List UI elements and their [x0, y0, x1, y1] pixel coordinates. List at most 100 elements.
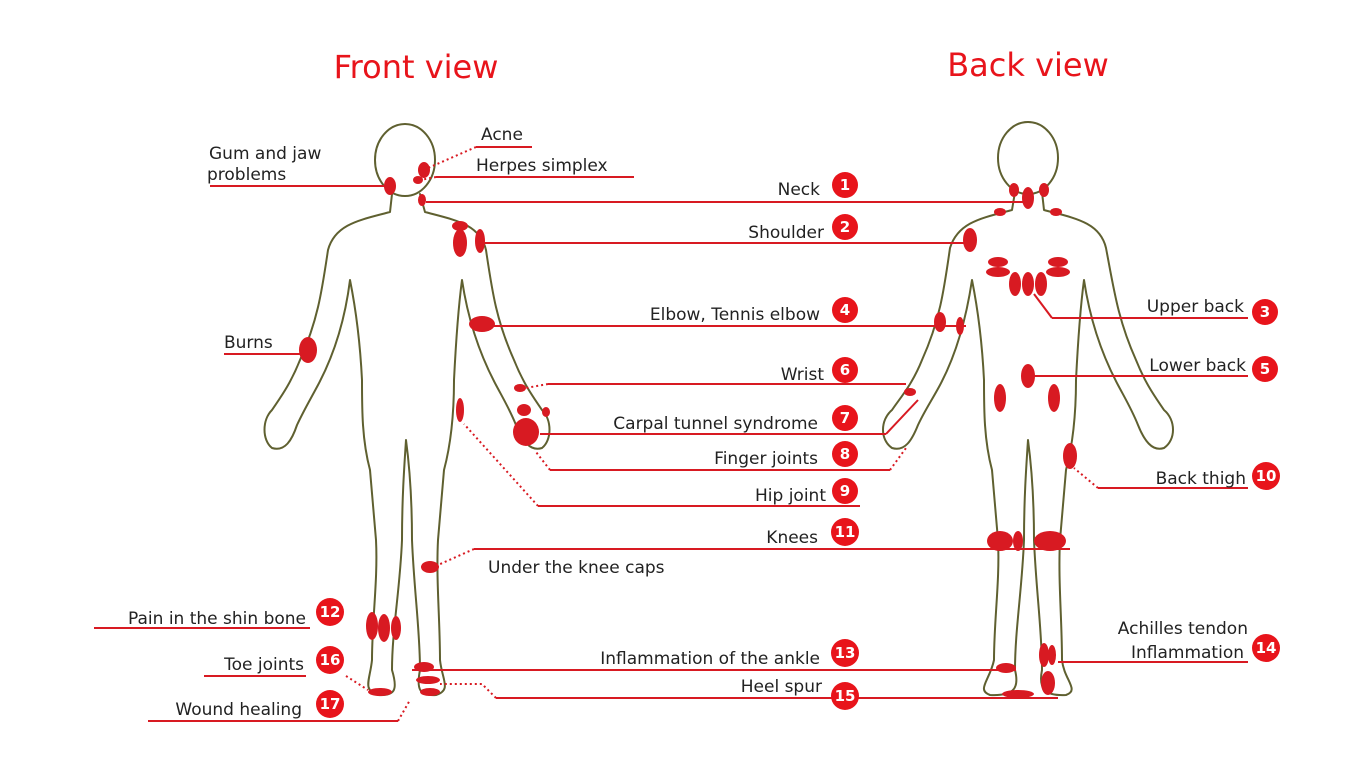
- spot-knee-back-b: [1013, 531, 1023, 551]
- spot-shin-c: [391, 616, 401, 640]
- spot-shoulder-back: [963, 228, 977, 252]
- dot-back-thigh: [1073, 467, 1099, 489]
- spot-scap-r1: [1048, 257, 1068, 267]
- spot-ankle-back: [996, 663, 1016, 673]
- label-achilles-2: Inflammation: [1131, 643, 1244, 663]
- badge-13: 13: [831, 639, 859, 667]
- spot-scap-l1: [988, 257, 1008, 267]
- spot-neck-front: [418, 194, 426, 206]
- badge-6: 6: [832, 357, 858, 383]
- spot-wrist-back: [904, 388, 916, 396]
- spot-knee-back-c: [1034, 531, 1066, 551]
- dot-wrist: [525, 383, 549, 389]
- spot-glute-right: [1048, 384, 1060, 412]
- spot-elbow-front: [469, 316, 495, 332]
- spot-trap-right: [1050, 208, 1062, 216]
- label-achilles-1: Achilles tendon: [1118, 619, 1248, 639]
- badge-2: 2: [832, 214, 858, 240]
- spot-shin-b: [378, 614, 390, 642]
- label-hip: Hip joint: [755, 486, 826, 506]
- spot-toes-left: [368, 688, 392, 696]
- spot-wrist-front: [514, 384, 526, 392]
- badge-17-text: 17: [320, 695, 341, 713]
- spot-ankle-front-b: [416, 676, 440, 684]
- badge-8-text: 8: [840, 445, 850, 463]
- spot-achilles-a: [1039, 643, 1049, 667]
- front-torso-outline: [263, 193, 551, 697]
- spot-toes-right: [420, 688, 440, 696]
- badge-1: 1: [832, 172, 858, 198]
- labels: Acne Gum and jaw problems Herpes simplex…: [128, 125, 1248, 720]
- spot-upper-back-a: [1009, 272, 1021, 296]
- spot-neck-back-c: [1039, 183, 1049, 197]
- badge-3: 3: [1252, 299, 1278, 325]
- label-finger: Finger joints: [714, 449, 818, 469]
- spot-acne: [418, 162, 430, 178]
- line-carpal-back: [885, 399, 919, 435]
- badge-9: 9: [832, 478, 858, 504]
- spot-hand-b: [542, 407, 550, 417]
- spot-neck-back-b: [1022, 187, 1034, 209]
- badge-3-text: 3: [1260, 303, 1270, 321]
- spot-neck-back-a: [1009, 183, 1019, 197]
- label-knees: Knees: [766, 528, 818, 548]
- back-head: [997, 121, 1059, 195]
- spot-under-knee: [421, 561, 439, 573]
- badge-12-text: 12: [320, 603, 341, 621]
- label-toe: Toe joints: [223, 655, 304, 675]
- back-torso-outline: [882, 191, 1174, 697]
- badge-13-text: 13: [835, 644, 856, 662]
- label-burns: Burns: [224, 333, 273, 353]
- badge-9-text: 9: [840, 482, 850, 500]
- badge-16-text: 16: [320, 651, 341, 669]
- badge-14: 14: [1252, 634, 1280, 662]
- label-ankle: Inflammation of the ankle: [600, 649, 820, 669]
- spot-herpes: [413, 176, 423, 184]
- badge-11-text: 11: [835, 523, 856, 541]
- badge-10: 10: [1252, 462, 1280, 490]
- badge-4: 4: [832, 297, 858, 323]
- label-heel: Heel spur: [741, 677, 822, 697]
- label-back-thigh: Back thigh: [1156, 469, 1246, 489]
- spot-knee-back-a: [987, 531, 1013, 551]
- spot-scap-l2: [986, 267, 1010, 277]
- spot-hand-a: [517, 404, 531, 416]
- spot-elbow-back-a: [934, 312, 946, 332]
- badge-5: 5: [1252, 356, 1278, 382]
- spot-trap-left: [994, 208, 1006, 216]
- label-gum-line2: problems: [207, 165, 286, 185]
- front-spots: [299, 162, 550, 696]
- badge-4-text: 4: [840, 301, 850, 319]
- label-elbow: Elbow, Tennis elbow: [650, 305, 820, 325]
- badge-11: 11: [831, 518, 859, 546]
- badge-10-text: 10: [1256, 467, 1277, 485]
- spot-burns: [299, 337, 317, 363]
- badge-14-text: 14: [1256, 639, 1277, 657]
- spot-hip-front: [456, 398, 464, 422]
- spot-back-thigh: [1063, 443, 1077, 469]
- spot-scap-r2: [1046, 267, 1070, 277]
- spot-foot-back: [1002, 690, 1034, 698]
- badge-1-text: 1: [840, 176, 850, 194]
- spot-jaw: [384, 177, 396, 195]
- label-shoulder: Shoulder: [748, 223, 824, 243]
- badge-15-text: 15: [835, 687, 856, 705]
- dot-finger-back: [889, 447, 907, 471]
- elbow-upper-back-join: [1033, 293, 1053, 319]
- spot-shoulder-a: [453, 229, 467, 257]
- badge-7-text: 7: [840, 409, 850, 427]
- badge-8: 8: [832, 441, 858, 467]
- badge-12: 12: [316, 598, 344, 626]
- label-upper-back: Upper back: [1147, 297, 1244, 317]
- front-body-figure: [263, 123, 551, 697]
- back-spots: [904, 183, 1077, 698]
- dot-heel: [440, 683, 497, 699]
- number-badges: 1 2 3 4 5 6 7 8 9 10 11 12 13 14 15 16 1…: [316, 172, 1280, 718]
- spot-upper-back-b: [1022, 272, 1034, 296]
- spot-palm: [513, 418, 539, 446]
- badge-15: 15: [831, 682, 859, 710]
- label-acne: Acne: [481, 125, 523, 145]
- label-lower-back: Lower back: [1149, 356, 1246, 376]
- label-neck: Neck: [778, 180, 821, 200]
